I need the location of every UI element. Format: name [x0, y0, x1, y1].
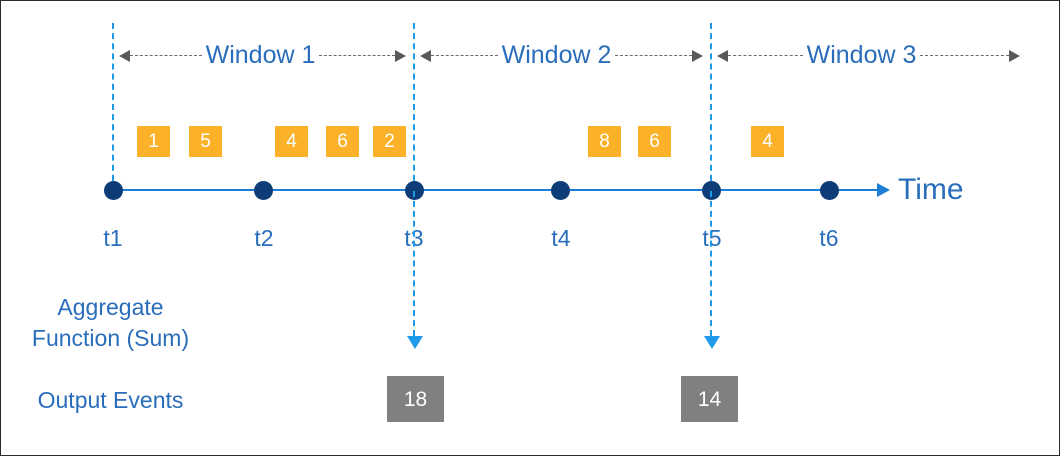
timeline-dot-t6	[820, 181, 839, 200]
timeline-dot-t4	[551, 181, 570, 200]
window-3-right-dash	[920, 55, 1009, 56]
output-box: 18	[387, 376, 444, 422]
event-box: 4	[275, 126, 308, 157]
event-box: 1	[137, 126, 170, 157]
timeline-label-t1: t1	[103, 225, 123, 251]
window-boundary-t1	[112, 23, 114, 191]
timeline-dot-t1	[104, 181, 123, 200]
window-1-right-dash	[319, 55, 395, 56]
event-box: 2	[373, 126, 406, 157]
window-3-left-dash	[728, 55, 803, 56]
output-dropline-t5	[710, 191, 712, 336]
event-box: 4	[751, 126, 784, 157]
window-2-left-dash	[431, 55, 498, 56]
aggregate-function-caption-line1: Aggregate	[57, 294, 164, 320]
window-1-label: Window 1	[205, 41, 316, 69]
timeline-label-t6: t6	[819, 225, 839, 251]
output-droparrow-t5-icon	[704, 336, 720, 349]
output-box: 14	[681, 376, 738, 422]
window-2-label: Window 2	[501, 41, 612, 69]
timeline-label-t2: t2	[254, 225, 274, 251]
event-box: 6	[638, 126, 671, 157]
timeline-label-t4: t4	[551, 225, 571, 251]
window-2-right-arrowhead	[692, 50, 703, 62]
window-boundary-t5	[710, 23, 712, 191]
output-dropline-t3	[413, 191, 415, 336]
timeline-arrowhead-icon	[877, 183, 890, 197]
window-3-label: Window 3	[806, 41, 917, 69]
window-3-left-arrowhead	[717, 50, 728, 62]
timeline-dot-t5	[702, 181, 721, 200]
event-box: 8	[588, 126, 621, 157]
window-1-left-arrowhead	[119, 50, 130, 62]
aggregate-function-caption-line2: Function (Sum)	[31, 325, 190, 351]
window-1-left-dash	[130, 55, 202, 56]
timeline-label-t5: t5	[702, 225, 722, 251]
window-boundary-t3	[413, 23, 415, 191]
window-1-right-arrowhead	[395, 50, 406, 62]
timeline-axis	[109, 189, 879, 191]
timeline-dot-t3	[405, 181, 424, 200]
timeline-dot-t2	[254, 181, 273, 200]
window-2-right-dash	[615, 55, 692, 56]
window-3-right-arrowhead	[1009, 50, 1020, 62]
output-droparrow-t3-icon	[407, 336, 423, 349]
event-box: 6	[326, 126, 359, 157]
timeline-axis-label: Time	[898, 173, 964, 206]
window-2-left-arrowhead	[420, 50, 431, 62]
event-box: 5	[189, 126, 222, 157]
output-events-caption: Output Events	[37, 387, 184, 413]
